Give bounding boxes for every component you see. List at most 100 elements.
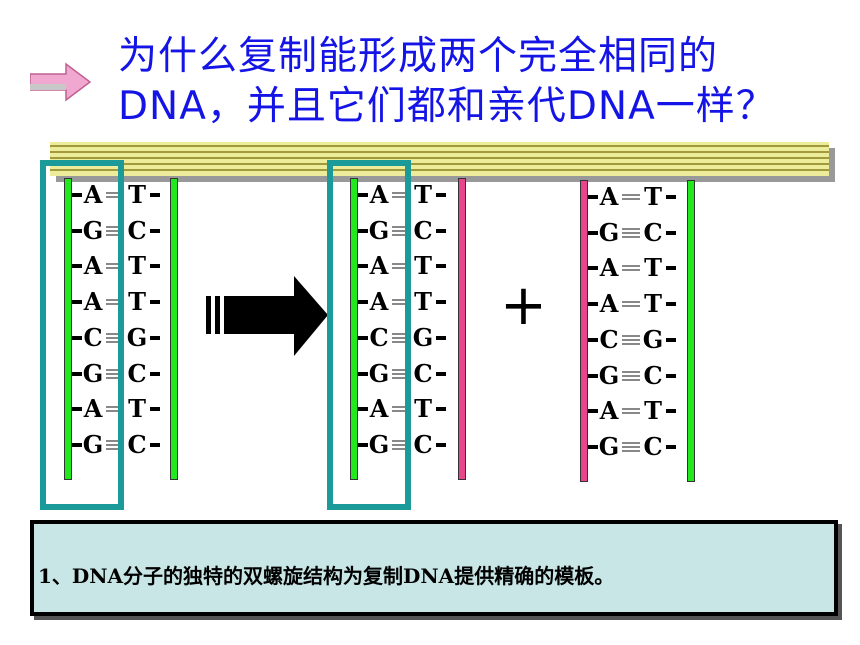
backbone-tick: [150, 442, 160, 447]
backbone-tick: [436, 228, 446, 233]
backbone-tick: [436, 371, 446, 376]
backbone-tick: [72, 335, 82, 340]
hydrogen-bond: [622, 301, 640, 312]
backbone-tick: [72, 300, 82, 305]
base-left: A: [369, 287, 389, 317]
pink-arrow-icon: [30, 62, 92, 102]
hydrogen-bond: [106, 368, 124, 380]
hydrogen-bond: [392, 332, 410, 344]
base-right: T: [644, 396, 662, 426]
backbone-tick: [666, 266, 676, 271]
base-right: C: [643, 217, 663, 247]
base-left: A: [83, 287, 103, 317]
hydrogen-bond: [392, 406, 410, 417]
base-right: C: [413, 358, 433, 388]
hydrogen-bond: [622, 194, 640, 205]
base-left: C: [369, 322, 389, 352]
backbone-tick: [666, 195, 676, 199]
backbone-tick: [150, 193, 160, 197]
base-right: T: [414, 251, 432, 281]
base-left: A: [83, 394, 103, 424]
backbone-tick: [666, 444, 676, 449]
backbone-tick: [436, 335, 446, 340]
backbone-tick: [436, 407, 446, 412]
base-right: T: [644, 253, 662, 283]
daughter1-left-strand: [350, 178, 358, 480]
base-right: G: [126, 322, 148, 352]
hydrogen-bond: [392, 192, 410, 203]
backbone-tick: [150, 264, 160, 269]
hydrogen-bond: [622, 441, 640, 453]
base-right: G: [412, 322, 434, 352]
backbone-tick: [150, 407, 160, 412]
hydrogen-bond: [622, 334, 640, 346]
backbone-tick: [666, 337, 676, 342]
backbone-tick: [588, 302, 598, 307]
backbone-tick: [436, 442, 446, 447]
backbone-tick: [150, 300, 160, 305]
hydrogen-bond: [106, 406, 124, 417]
base-left: G: [598, 217, 620, 247]
base-left: G: [598, 431, 620, 461]
hydrogen-bond: [392, 439, 410, 451]
base-left: G: [368, 429, 390, 459]
backbone-tick: [436, 264, 446, 269]
backbone-tick: [72, 264, 82, 269]
conclusion-text: 1、DNA分子的独特的双螺旋结构为复制DNA提供精确的模板。: [38, 564, 615, 588]
hydrogen-bond: [392, 368, 410, 380]
base-left: G: [82, 215, 104, 245]
backbone-tick: [588, 230, 598, 235]
title-line-1: 为什么复制能形成两个完全相同的: [118, 34, 719, 79]
base-right: T: [128, 251, 146, 281]
daughter2-right-strand: [687, 180, 695, 482]
replication-arrow-icon: [206, 276, 328, 356]
backbone-tick: [72, 193, 82, 197]
backbone-tick: [588, 266, 598, 271]
backbone-tick: [358, 264, 368, 269]
base-left: A: [599, 182, 619, 211]
hydrogen-bond: [106, 439, 124, 451]
backbone-tick: [150, 371, 160, 376]
backbone-tick: [588, 373, 598, 378]
backbone-tick: [666, 409, 676, 414]
base-left: A: [83, 251, 103, 281]
base-left: G: [82, 358, 104, 388]
base-right: C: [643, 431, 663, 461]
plus-sign: +: [500, 273, 547, 338]
backbone-tick: [358, 442, 368, 447]
base-left: A: [369, 180, 389, 209]
backbone-tick: [358, 193, 368, 197]
hydrogen-bond: [622, 408, 640, 419]
hydrogen-bond: [392, 225, 410, 237]
hydrogen-bond: [106, 225, 124, 237]
hydrogen-bond: [392, 263, 410, 274]
base-right: C: [127, 215, 147, 245]
striped-divider: [50, 142, 835, 182]
backbone-tick: [666, 302, 676, 307]
hydrogen-bond: [392, 299, 410, 310]
backbone-tick: [72, 228, 82, 233]
base-right: T: [414, 180, 432, 209]
hydrogen-bond: [106, 263, 124, 274]
backbone-tick: [72, 371, 82, 376]
backbone-tick: [666, 373, 676, 378]
base-right: C: [413, 215, 433, 245]
backbone-tick: [150, 335, 160, 340]
